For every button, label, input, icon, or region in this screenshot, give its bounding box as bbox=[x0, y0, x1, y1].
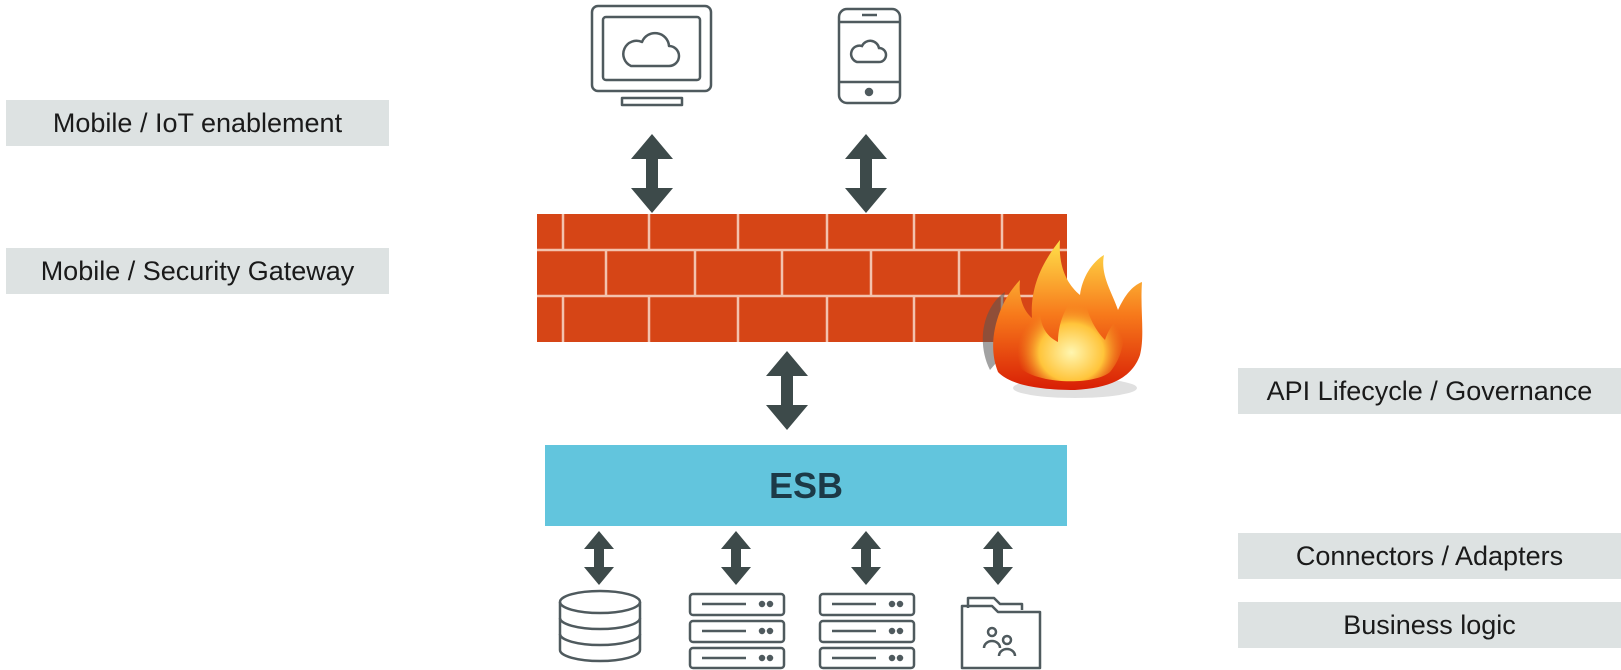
shared-folder-icon bbox=[960, 596, 1042, 670]
database-icon bbox=[558, 589, 642, 663]
server-stack-icon bbox=[688, 592, 786, 670]
esb-box-bg bbox=[545, 445, 1067, 526]
esb-label: ESB bbox=[768, 464, 844, 506]
label-connectors-adapters: Connectors / Adapters bbox=[1238, 533, 1621, 579]
double-arrow-icon bbox=[631, 134, 673, 213]
flame-icon bbox=[982, 240, 1143, 398]
mobile-cloud-icon bbox=[837, 7, 902, 105]
double-arrow-icon bbox=[584, 531, 614, 585]
label-mobile-iot-enablement: Mobile / IoT enablement bbox=[6, 100, 389, 146]
label-api-lifecycle-governance: API Lifecycle / Governance bbox=[1238, 368, 1621, 414]
server-stack-icon bbox=[818, 592, 916, 670]
label-business-logic: Business logic bbox=[1238, 602, 1621, 648]
double-arrow-icon bbox=[851, 531, 881, 585]
double-arrow-icon bbox=[766, 351, 808, 430]
double-arrow-icon bbox=[983, 531, 1013, 585]
firewall-icon bbox=[537, 214, 1067, 342]
double-arrow-icon bbox=[845, 134, 887, 213]
arrows bbox=[584, 134, 1013, 585]
desktop-cloud-icon bbox=[590, 4, 713, 107]
double-arrow-icon bbox=[721, 531, 751, 585]
label-mobile-security-gateway: Mobile / Security Gateway bbox=[6, 248, 389, 294]
